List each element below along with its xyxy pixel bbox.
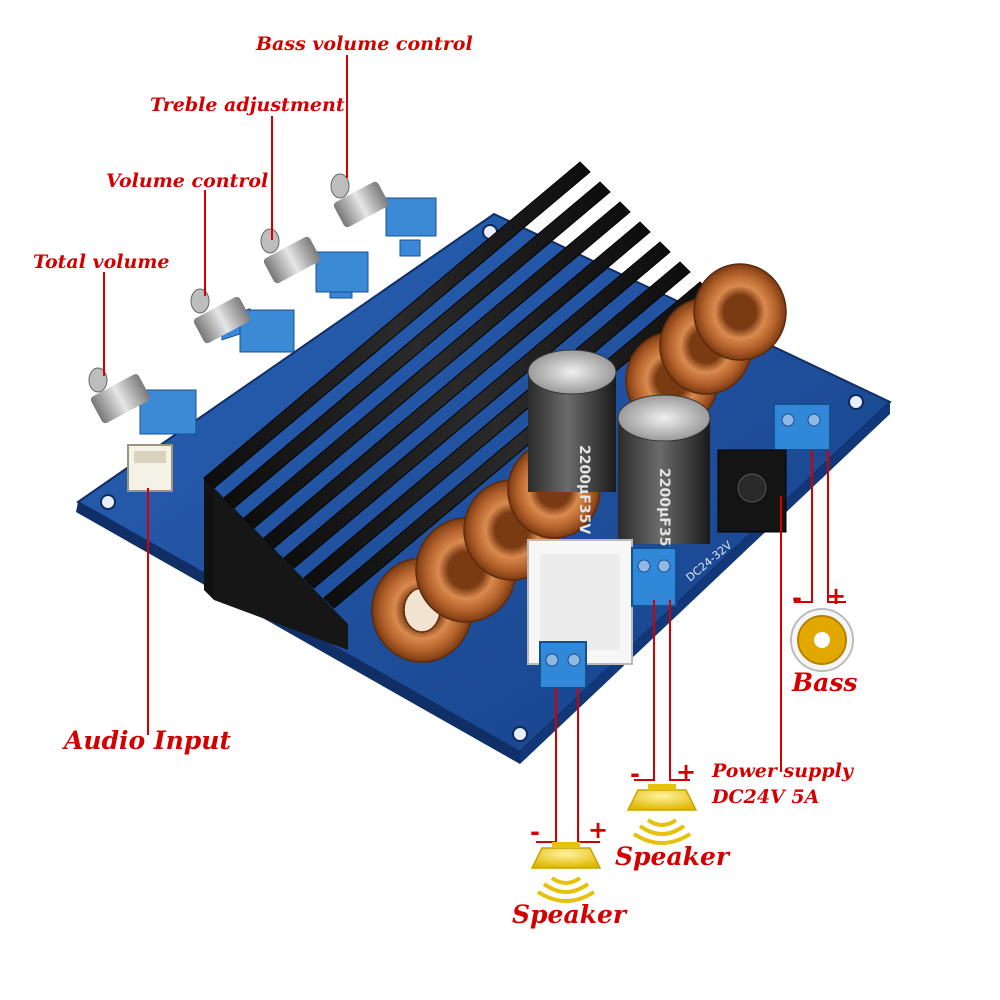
speaker-icon bbox=[626, 784, 698, 845]
rca-jack-icon bbox=[790, 608, 854, 672]
speaker-terminal-right[interactable] bbox=[631, 547, 677, 607]
potentiometer-total-volume[interactable] bbox=[88, 367, 197, 435]
potentiometer-treble-adjustment[interactable] bbox=[260, 228, 369, 293]
label-speaker-right: Speaker bbox=[615, 842, 730, 871]
power-jack[interactable] bbox=[717, 449, 787, 533]
speaker-icon bbox=[530, 842, 602, 903]
potentiometer-bass-volume[interactable] bbox=[330, 173, 437, 237]
label-power-supply: Power supply bbox=[712, 760, 853, 782]
label-power-supply-spec: DC24V 5A bbox=[712, 786, 820, 808]
polarity-minus-right: - bbox=[630, 760, 640, 788]
label-treble-adjustment: Treble adjustment bbox=[150, 94, 345, 116]
potentiometer-volume-control[interactable] bbox=[190, 288, 295, 353]
capacitor-1-rating: 2200µF35V bbox=[576, 445, 592, 534]
bass-terminal[interactable] bbox=[773, 403, 831, 451]
speaker-terminal-left[interactable] bbox=[539, 641, 587, 689]
label-bass-volume-control: Bass volume control bbox=[256, 33, 473, 55]
label-speaker-left: Speaker bbox=[512, 900, 627, 929]
label-bass: Bass bbox=[792, 668, 858, 697]
label-total-volume: Total volume bbox=[33, 251, 170, 273]
capacitor-2-rating: 2200µF35V bbox=[656, 468, 672, 557]
polarity-plus-left: + bbox=[588, 816, 609, 844]
polarity-minus-left: - bbox=[530, 818, 540, 846]
capacitor-1: 2200µF35V bbox=[527, 349, 617, 534]
label-audio-input: Audio Input bbox=[64, 726, 232, 755]
label-volume-control: Volume control bbox=[106, 170, 269, 192]
leader-lines bbox=[103, 55, 846, 843]
polarity-minus-bass: - bbox=[792, 584, 802, 612]
capacitor-2: 2200µF35V bbox=[617, 394, 711, 557]
audio-input-connector[interactable] bbox=[127, 444, 173, 492]
heatsink bbox=[203, 161, 711, 650]
polarity-plus-right: + bbox=[676, 758, 697, 786]
polarity-plus-bass: + bbox=[826, 582, 847, 610]
